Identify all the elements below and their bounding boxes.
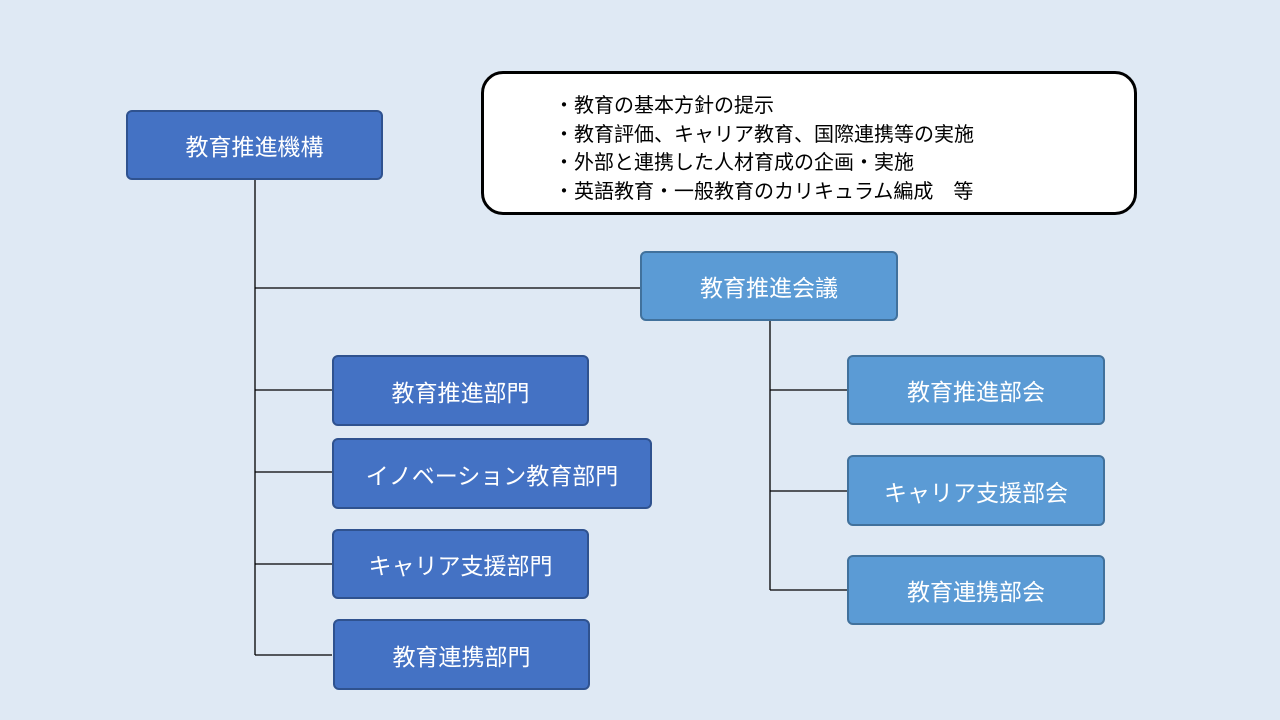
- callout-line-1: ・教育の基本方針の提示: [554, 93, 774, 117]
- committee-node-3: 教育連携部会: [847, 555, 1105, 625]
- root-node: 教育推進機構: [126, 110, 383, 180]
- committee-node-2: キャリア支援部会: [847, 455, 1105, 526]
- root-node-label: 教育推進機構: [185, 135, 324, 161]
- division-node-label: イノベーション教育部門: [365, 463, 619, 490]
- functions-callout: ・教育の基本方針の提示 ・教育評価、キャリア教育、国際連携等の実施 ・外部と連携…: [481, 71, 1137, 215]
- committee-node-label: 教育推進部会: [907, 380, 1045, 406]
- division-node-label: 教育推進部門: [391, 380, 530, 407]
- committee-node-label: キャリア支援部会: [884, 480, 1068, 507]
- council-node: 教育推進会議: [640, 251, 898, 321]
- committee-node-label: 教育連携部会: [907, 580, 1045, 606]
- callout-line-4: ・英語教育・一般教育のカリキュラム編成 等: [554, 178, 974, 203]
- division-node-3: キャリア支援部門: [332, 529, 589, 599]
- callout-line-2: ・教育評価、キャリア教育、国際連携等の実施: [554, 121, 974, 146]
- callout-line-3: ・外部と連携した人材育成の企画・実施: [554, 150, 914, 174]
- division-node-4: 教育連携部門: [333, 619, 590, 690]
- division-node-label: 教育連携部門: [392, 644, 531, 671]
- division-node-label: キャリア支援部門: [368, 554, 553, 580]
- committee-node-1: 教育推進部会: [847, 355, 1105, 425]
- council-node-label: 教育推進会議: [700, 276, 838, 302]
- division-node-2: イノベーション教育部門: [332, 438, 652, 509]
- division-node-1: 教育推進部門: [332, 355, 589, 426]
